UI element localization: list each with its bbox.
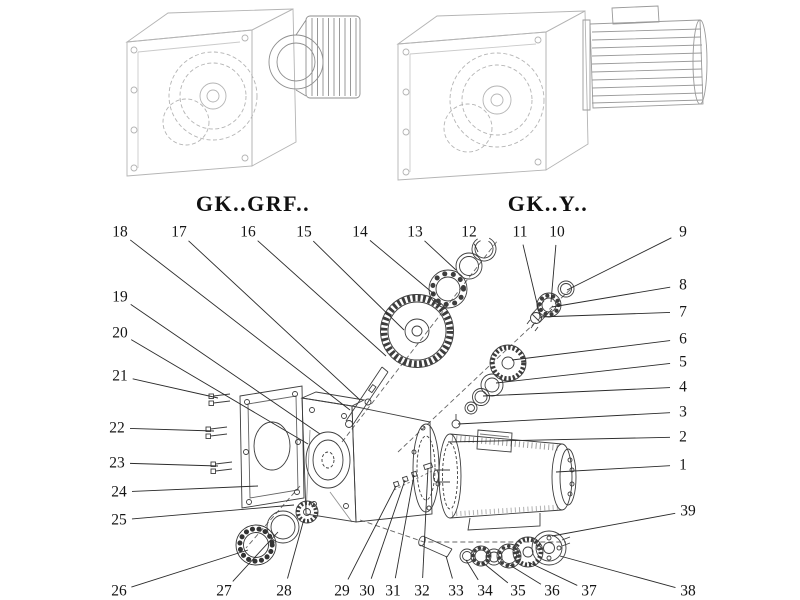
leader-line: [287, 518, 305, 579]
leader-line: [527, 561, 578, 586]
exploded-output-shaft-kit: [418, 530, 571, 569]
leader-line: [347, 485, 397, 580]
part-number-label: 9: [679, 224, 687, 241]
leader-line: [447, 436, 671, 443]
leader-line: [445, 555, 453, 579]
part-number-label: 17: [171, 224, 187, 241]
part-number-label: 30: [359, 583, 375, 600]
part-number-label: 28: [276, 583, 292, 600]
leader-line: [188, 240, 361, 401]
leader-line: [457, 412, 671, 425]
part-number-label: 35: [510, 583, 526, 600]
leader-line: [551, 286, 671, 308]
gearbox-drawing-y: [396, 5, 708, 181]
leader-lines-layer: [129, 237, 676, 589]
variant-title-y: GK..Y..: [507, 191, 589, 216]
leader-line: [511, 340, 671, 361]
variant-title-grf: GK..GRF..: [195, 191, 311, 216]
part-number-label: 16: [240, 224, 256, 241]
part-number-label: 11: [513, 224, 528, 241]
leader-line: [559, 555, 676, 589]
leader-line: [465, 559, 479, 581]
part-number-label: 10: [549, 224, 565, 241]
part-number-label: 37: [581, 583, 597, 600]
part-number-label: 38: [680, 583, 696, 600]
leader-line: [131, 504, 295, 520]
part-number-label: 27: [216, 583, 232, 600]
part-number-label: 19: [112, 289, 128, 306]
leader-line: [130, 303, 321, 435]
leader-line: [131, 485, 259, 492]
exploded-output-bearing-set: [235, 500, 319, 566]
part-number-label: 20: [112, 325, 128, 342]
part-number-label: 6: [679, 331, 687, 348]
leader-line: [129, 462, 219, 467]
part-number-label: 23: [109, 455, 125, 472]
exploded-cover-plate: [239, 385, 305, 509]
part-number-label: 2: [679, 429, 687, 446]
leader-line: [473, 243, 479, 253]
exploded-motor: [433, 429, 577, 531]
leader-line: [551, 512, 676, 537]
part-number-label: 3: [679, 404, 687, 421]
gearbox-drawing-grf: [125, 8, 361, 177]
part-number-label: 31: [385, 583, 401, 600]
part-number-label: 14: [352, 224, 368, 241]
part-number-label: 25: [111, 512, 127, 529]
part-number-label: 22: [109, 420, 125, 437]
leader-line: [394, 474, 415, 579]
leader-line: [566, 237, 672, 291]
part-number-label: 7: [679, 304, 687, 321]
leader-line: [130, 339, 309, 445]
leader-line: [424, 240, 457, 271]
hidden-gear-lines: [162, 51, 258, 146]
leader-line: [369, 240, 435, 295]
part-number-label: 29: [334, 583, 350, 600]
exploded-housing: [300, 391, 441, 523]
part-number-label: 5: [679, 354, 687, 371]
part-number-label: 24: [111, 484, 127, 501]
leader-line: [482, 387, 671, 397]
leader-line: [132, 378, 219, 399]
part-number-label: 13: [407, 224, 423, 241]
part-number-label: 21: [112, 368, 128, 385]
leader-line: [370, 479, 406, 579]
leader-line: [257, 240, 387, 357]
leader-line: [555, 465, 671, 473]
part-number-label: 33: [448, 583, 464, 600]
part-number-label: 18: [112, 224, 128, 241]
leader-line: [481, 561, 509, 584]
leader-line: [495, 363, 671, 384]
part-number-label: 36: [544, 583, 560, 600]
leader-line: [422, 467, 429, 579]
part-number-label: 15: [296, 224, 312, 241]
leader-line: [507, 563, 542, 585]
part-number-label: 26: [111, 583, 127, 600]
leader-line: [538, 312, 671, 318]
input-fin-adapter: [268, 15, 361, 99]
leader-line: [312, 240, 405, 331]
part-number-label: 12: [461, 224, 477, 241]
part-number-label: 39: [680, 503, 696, 520]
exploded-input-gear-assembly: [345, 236, 497, 428]
hidden-gear-lines: [443, 52, 545, 153]
leader-line: [522, 244, 541, 317]
leader-line: [232, 531, 279, 582]
part-number-label: 32: [414, 583, 430, 600]
leader-line: [129, 427, 215, 432]
part-number-label: 8: [679, 277, 687, 294]
part-number-label: 1: [679, 457, 687, 474]
part-number-label: 4: [679, 379, 687, 396]
exploded-bolts: [205, 393, 233, 474]
leader-line: [550, 244, 557, 303]
leader-line: [131, 549, 249, 588]
electric-motor-drawing: [582, 5, 708, 111]
part-number-label: 34: [477, 583, 493, 600]
leader-line: [130, 239, 351, 411]
